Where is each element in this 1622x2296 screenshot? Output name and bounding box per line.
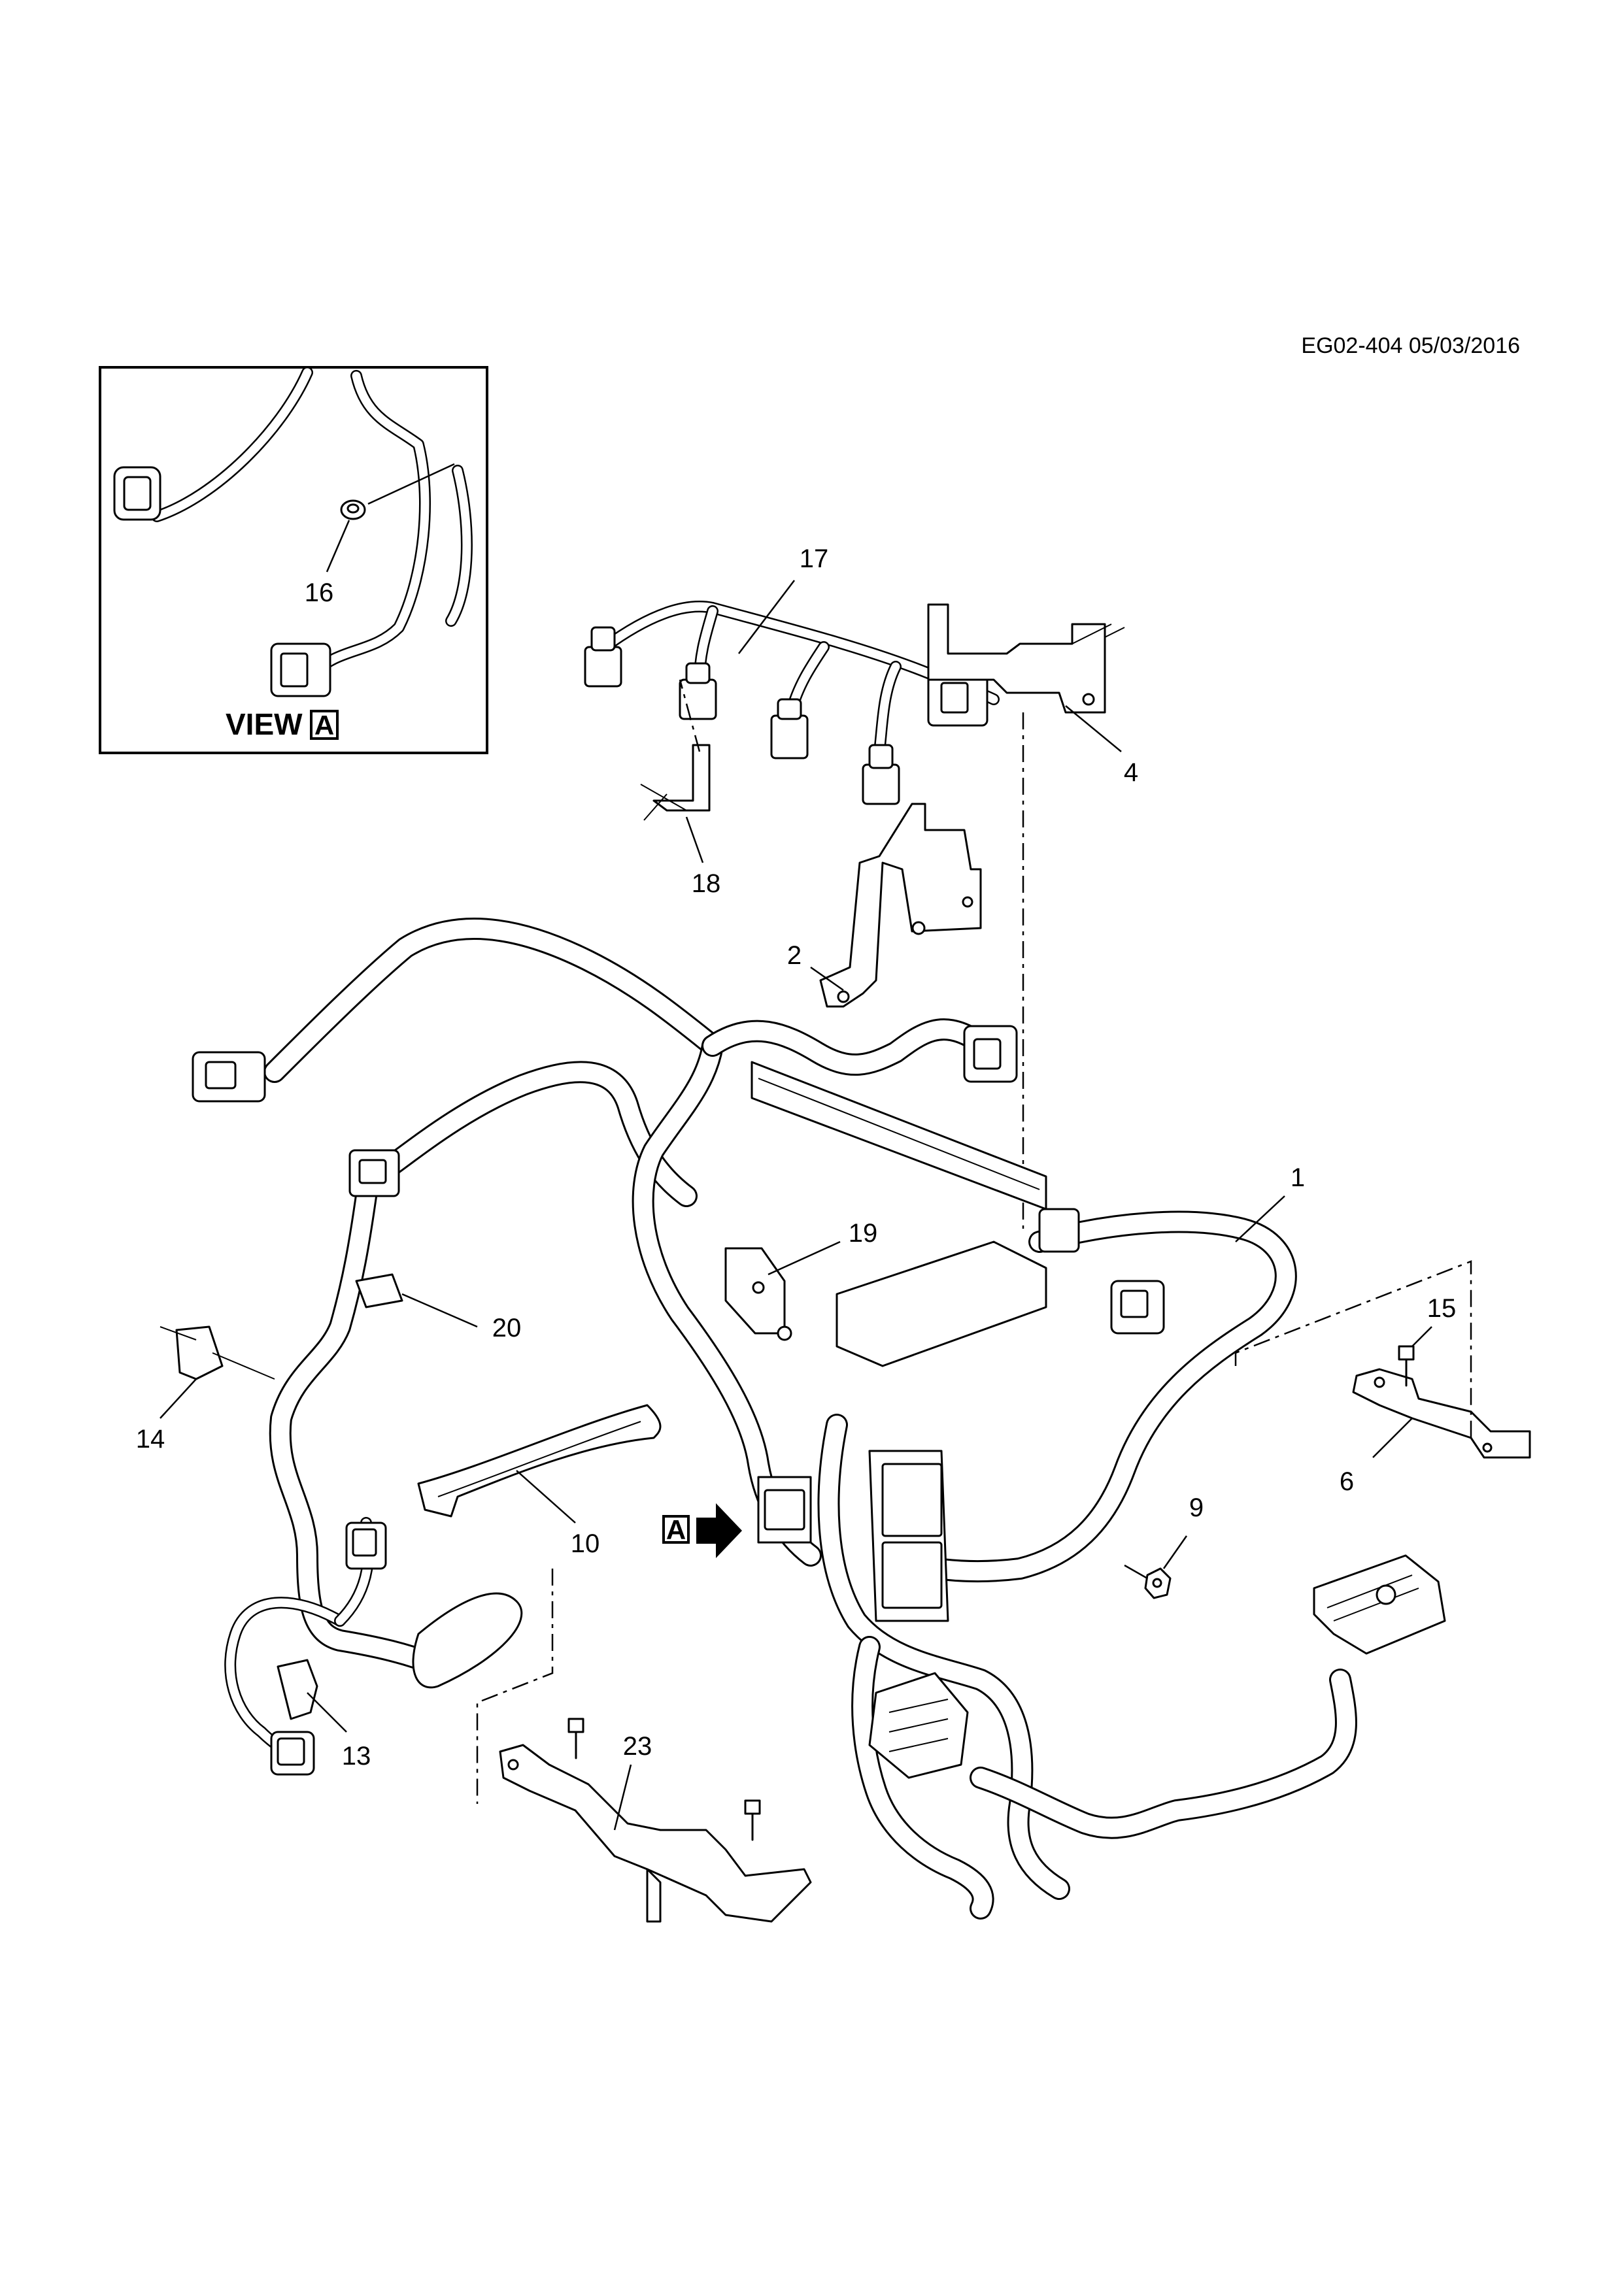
harness-17-connector-1 <box>584 626 622 688</box>
bulkhead-grommet <box>868 1672 969 1779</box>
bolt-part-23-b <box>744 1799 761 1841</box>
callout-1-leader <box>1235 1195 1285 1242</box>
connector-upper-left <box>192 1051 266 1103</box>
callout-10: 10 <box>571 1529 600 1558</box>
dash-line-18 <box>679 679 701 752</box>
fuse-relay-box <box>1313 1554 1446 1655</box>
protective-sleeve <box>412 1592 523 1689</box>
dash-line-6 <box>1234 1260 1472 1438</box>
connector-left-lower <box>345 1522 387 1570</box>
callout-6: 6 <box>1340 1467 1354 1496</box>
bracket-part-4 <box>927 603 1125 714</box>
callout-9: 9 <box>1189 1493 1204 1522</box>
callout-4: 4 <box>1124 758 1138 787</box>
bracket-part-19 <box>724 1247 792 1341</box>
callout-18-leader <box>685 816 704 863</box>
connector-right-loop <box>1110 1280 1165 1335</box>
connector-mid-left <box>348 1149 400 1197</box>
connector-13 <box>270 1731 315 1776</box>
bracket-part-2 <box>819 803 982 1008</box>
callout-23: 23 <box>623 1732 652 1761</box>
bracket-part-18 <box>640 744 711 821</box>
inset-view-a: 16 VIEW A <box>99 366 488 754</box>
central-connector-block <box>757 1240 1047 1622</box>
callout-1: 1 <box>1291 1163 1305 1192</box>
connector-top-right <box>963 1025 1018 1083</box>
callout-13-leader <box>307 1692 347 1733</box>
inset-leader-line <box>367 463 455 505</box>
callout-13: 13 <box>342 1742 371 1771</box>
view-direction-arrow-icon <box>696 1503 742 1558</box>
clip-part-14 <box>160 1325 275 1380</box>
bolt-part-23-a <box>567 1718 584 1759</box>
view-marker-letter-box <box>662 1515 690 1544</box>
inset-connector-left <box>113 466 161 521</box>
bolt-part-15 <box>1398 1345 1415 1387</box>
part-17-injector-harness <box>584 601 1000 805</box>
bracket-part-6 <box>1352 1368 1531 1459</box>
inset-connector-bottom <box>270 642 331 697</box>
clip-part-20 <box>355 1273 403 1308</box>
callout-16-leader <box>326 520 350 573</box>
callout-14-leader <box>160 1378 197 1419</box>
callout-18: 18 <box>692 869 721 898</box>
bracket-part-23 <box>499 1744 812 1923</box>
callout-17: 17 <box>800 544 829 573</box>
callout-14: 14 <box>136 1425 165 1454</box>
harness-rail-cover <box>751 1061 1047 1210</box>
callout-17-leader <box>738 580 795 654</box>
clip-part-16 <box>340 499 366 520</box>
callout-16: 16 <box>305 578 334 607</box>
callout-10-leader <box>516 1470 576 1523</box>
view-title-letter-box <box>310 710 339 740</box>
view-marker-letter: A <box>666 1514 686 1545</box>
connector-rail-end <box>1038 1208 1080 1253</box>
clip-part-13 <box>277 1659 318 1720</box>
harness-17-connector-3 <box>770 698 809 759</box>
view-a-marker: A <box>662 1503 742 1558</box>
callout-4-leader <box>1065 705 1122 752</box>
callout-2-leader <box>810 966 844 991</box>
callout-19-leader <box>768 1240 841 1276</box>
cover-part-10 <box>417 1404 662 1518</box>
dash-line-23 <box>476 1569 554 1804</box>
document-id-label: EG02-404 05/03/2016 <box>1301 333 1520 358</box>
callout-9-leader <box>1162 1535 1188 1569</box>
nut-part-9 <box>1124 1564 1172 1599</box>
callout-2: 2 <box>787 941 802 970</box>
callout-15: 15 <box>1427 1294 1457 1323</box>
view-title-letter: A <box>314 710 334 740</box>
part-1-main-harness <box>192 918 1357 1920</box>
callout-20-leader <box>401 1293 478 1328</box>
view-title-word: VIEW <box>226 707 303 741</box>
callout-15-leader <box>1411 1326 1432 1347</box>
harness-17-connector-2 <box>679 662 717 720</box>
harness-17-connector-4 <box>862 744 900 805</box>
callout-19: 19 <box>849 1219 878 1248</box>
callout-6-leader <box>1372 1418 1413 1458</box>
harness-17-main-connector <box>927 672 988 727</box>
callout-23-leader <box>613 1764 632 1831</box>
callout-20: 20 <box>492 1314 522 1342</box>
